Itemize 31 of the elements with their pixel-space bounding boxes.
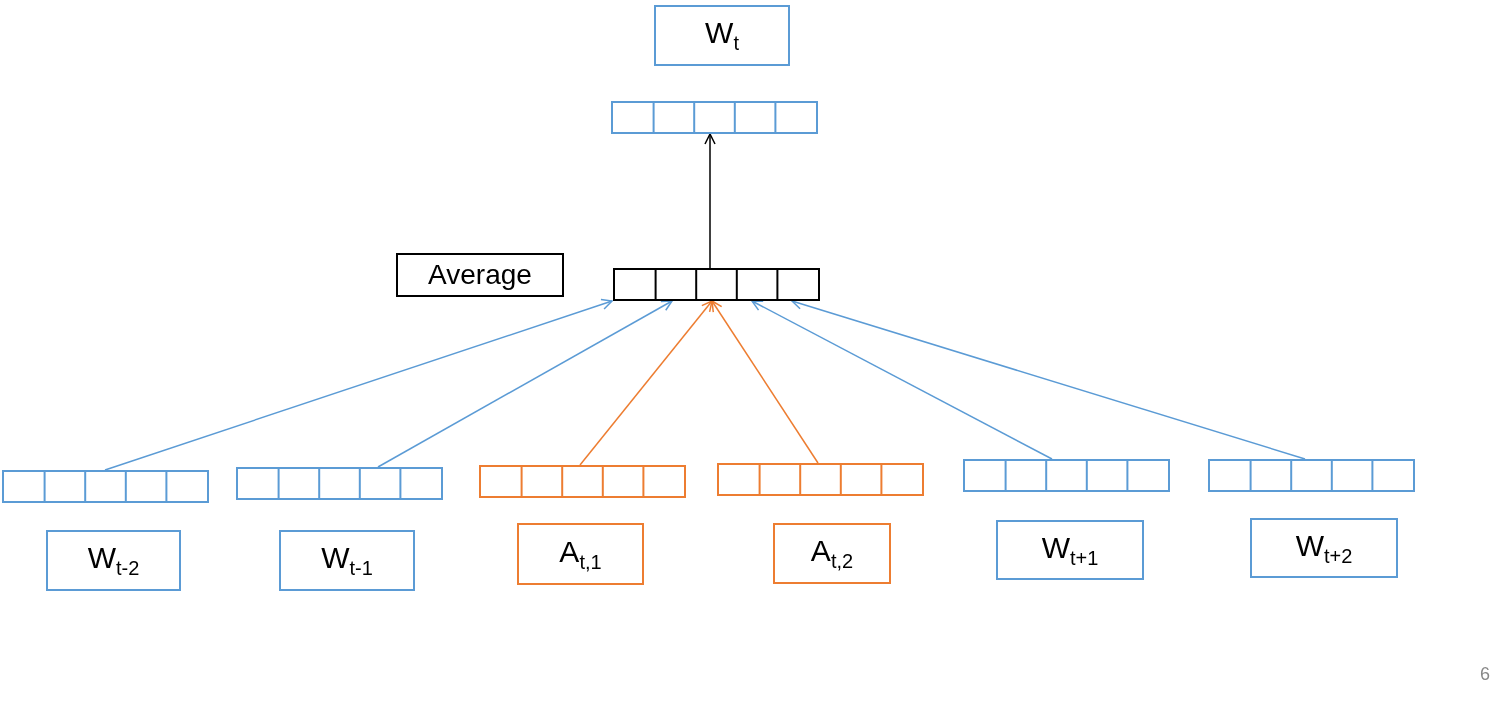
page-number: 6 <box>1480 664 1490 685</box>
label-box <box>654 5 790 66</box>
label-box <box>996 520 1144 580</box>
label-box <box>1250 518 1398 578</box>
node-label: W$_{t-2}$ <box>87 543 140 578</box>
node-label: W$_{t+2}$ <box>1295 530 1353 566</box>
vector-bar <box>236 467 443 500</box>
vector-bar <box>479 465 686 498</box>
arrow <box>104 298 613 471</box>
arrow <box>377 300 673 468</box>
label-box <box>517 523 644 585</box>
node-label: Average <box>428 261 532 289</box>
node-label: W$_{t}$ <box>705 18 739 53</box>
vector-bar <box>1208 459 1415 492</box>
vector-bar <box>717 463 924 496</box>
vector-bar <box>963 459 1170 492</box>
arrow <box>711 300 819 464</box>
node-label: W$_{t-1}$ <box>321 543 373 578</box>
label-box <box>46 530 181 591</box>
node-label: A$_{t,2}$ <box>810 536 854 571</box>
vector-bar <box>613 268 820 301</box>
vector-bar <box>611 101 818 134</box>
arrow <box>751 300 1053 460</box>
label-box <box>773 523 891 584</box>
node-label: A$_{t,1}$ <box>559 536 602 572</box>
label-box <box>396 253 564 297</box>
label-box <box>279 530 415 591</box>
node-label: W$_{t+1}$ <box>1041 532 1099 568</box>
arrow <box>579 300 713 466</box>
arrow <box>704 133 716 269</box>
vector-bar <box>2 470 209 503</box>
